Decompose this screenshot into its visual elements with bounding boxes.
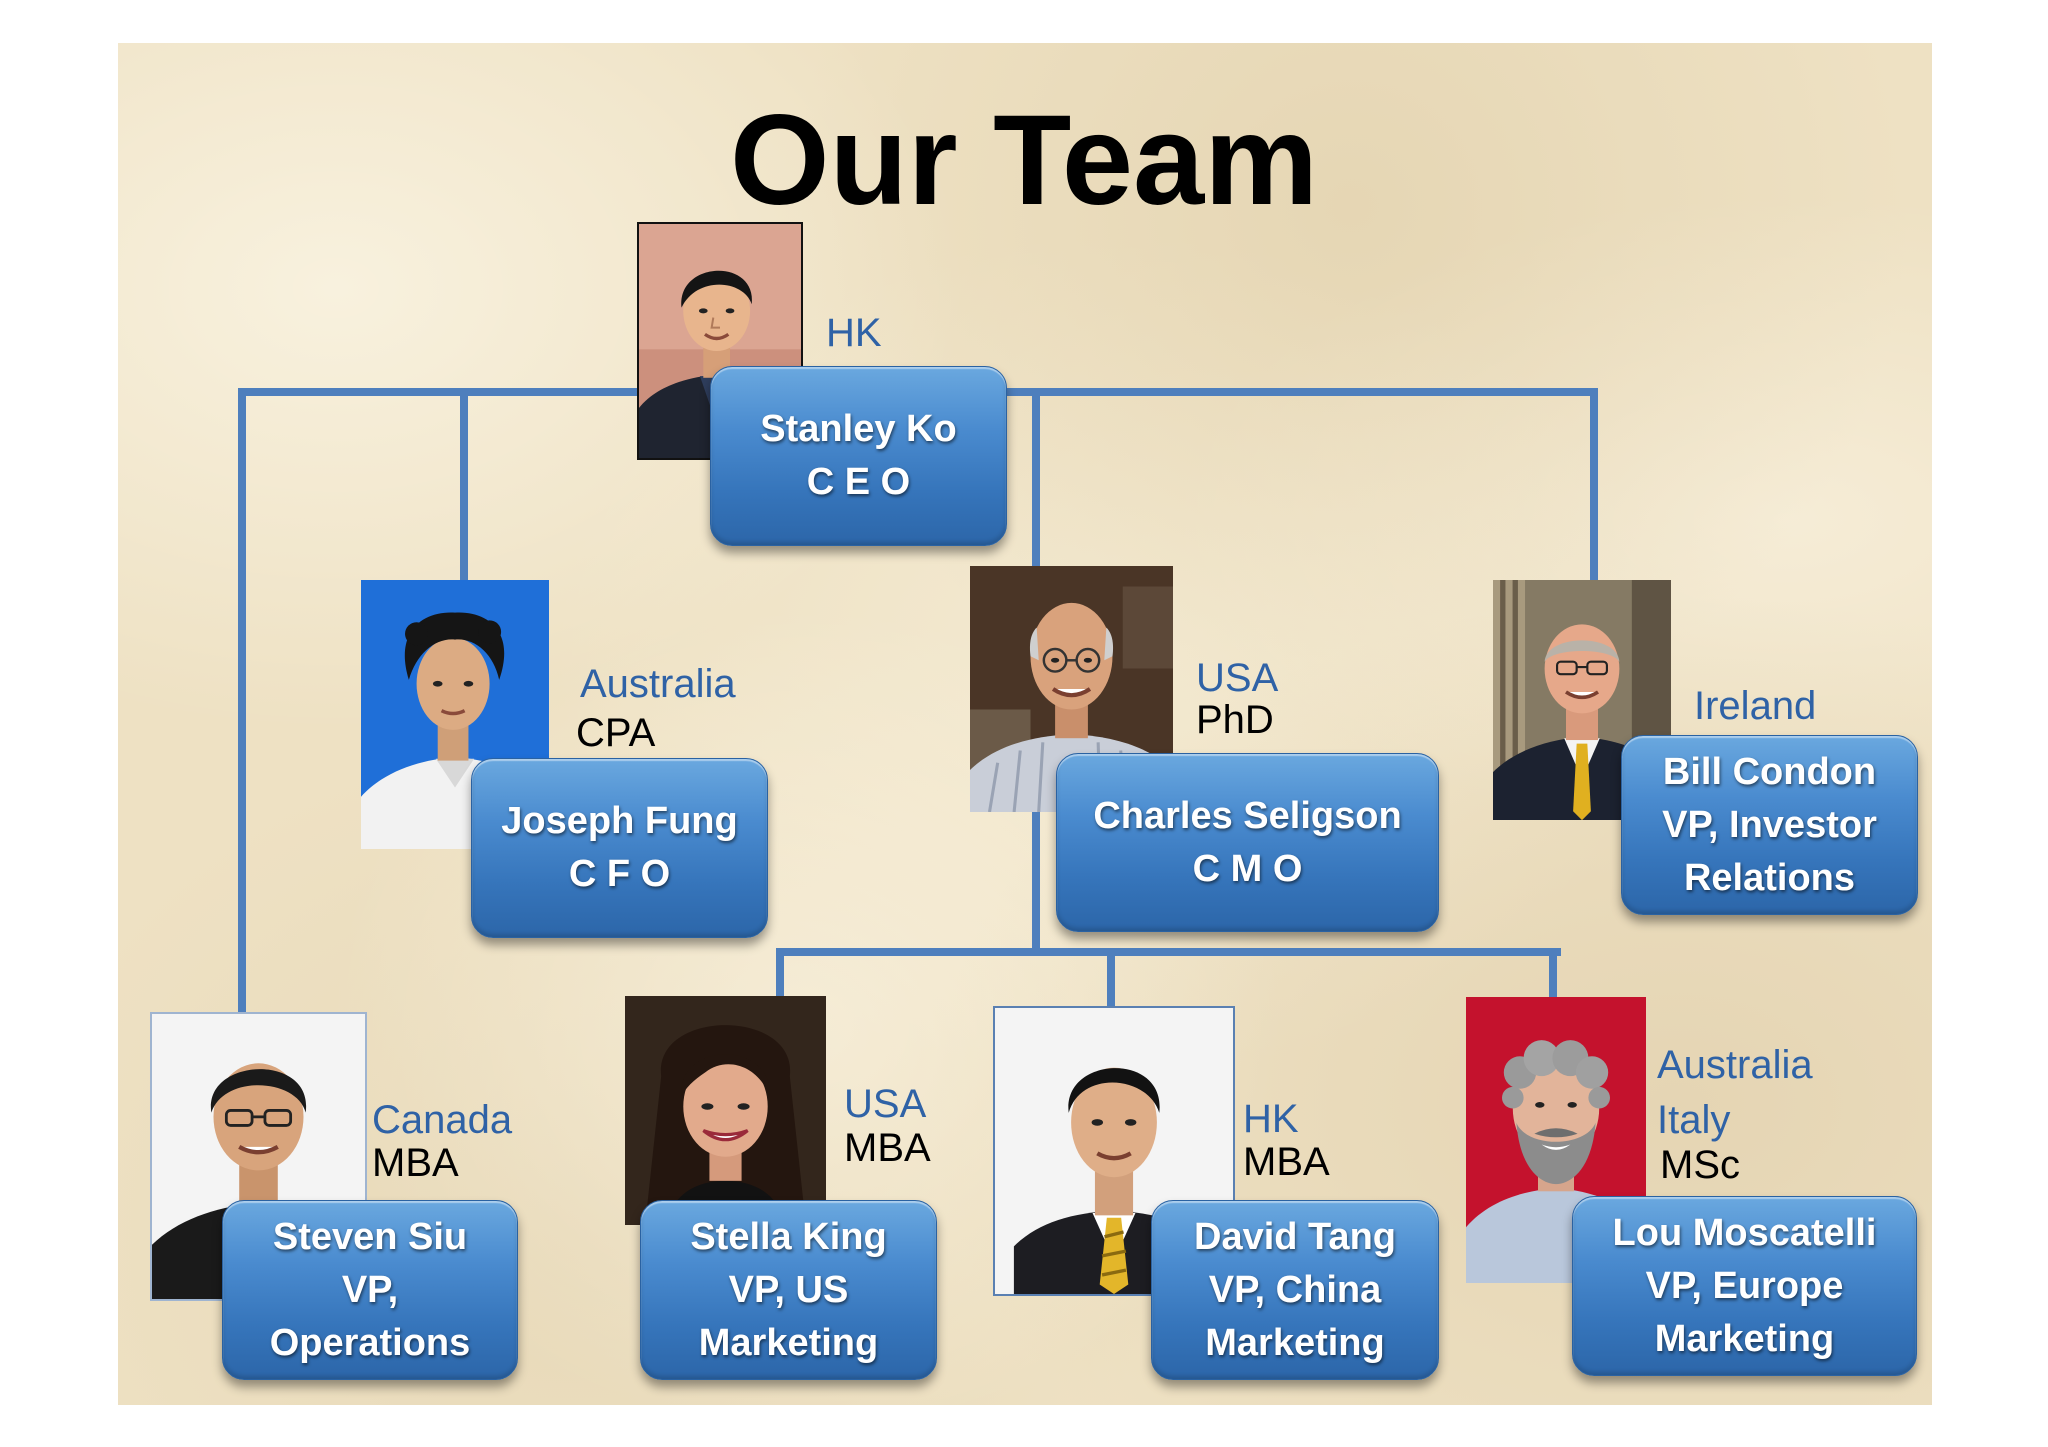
connector-to-vp-us-marketing [776, 948, 784, 996]
vp-europe-marketing-box: Lou Moscatelli VP, Europe Marketing [1572, 1196, 1917, 1376]
member-title: C E O [806, 461, 911, 503]
vp-investor-relations-box: Bill Condon VP, Investor Relations [1621, 735, 1918, 915]
member-name: David Tang [1194, 1215, 1396, 1258]
vp-us-marketing-location: USA [844, 1082, 927, 1126]
member-title: Marketing [1205, 1321, 1385, 1364]
cfo-location: Australia [580, 662, 736, 706]
vp-europe-marketing-location: Australia [1657, 1043, 1813, 1087]
vp-china-marketing-box: David Tang VP, China Marketing [1151, 1200, 1439, 1380]
connector-to-vp-operations [238, 388, 246, 1013]
member-title: VP, [341, 1268, 399, 1311]
cmo-degree: PhD [1196, 698, 1274, 742]
connector-to-vp-europe-marketing [1549, 948, 1557, 1000]
member-title: C M O [1192, 847, 1303, 890]
connector-to-vp-investor-relations [1590, 388, 1598, 581]
member-name: Bill Condon [1662, 750, 1877, 793]
cfo-degree: CPA [576, 711, 656, 755]
cmo-location: USA [1196, 656, 1279, 700]
member-name: Stella King [690, 1215, 887, 1258]
vp-us-marketing-box: Stella King VP, US Marketing [640, 1200, 937, 1380]
member-name: Charles Seligson [1093, 794, 1402, 837]
connector-to-vp-china-marketing [1107, 948, 1115, 1009]
member-name: Stanley Ko [760, 408, 957, 450]
member-title: Relations [1683, 856, 1856, 899]
member-title: VP, China [1208, 1268, 1382, 1311]
vp-china-marketing-location: HK [1243, 1097, 1299, 1141]
vp-europe-marketing-degree: MSc [1660, 1143, 1740, 1187]
member-name: Lou Moscatelli [1612, 1211, 1877, 1254]
vp-europe-marketing-location-2: Italy [1657, 1098, 1731, 1142]
vp-operations-degree: MBA [372, 1141, 459, 1185]
vp-operations-location: Canada [372, 1098, 513, 1142]
vp-operations-box: Steven Siu VP, Operations [222, 1200, 518, 1380]
member-title: VP, US [728, 1268, 849, 1311]
member-title: VP, Europe [1645, 1264, 1844, 1307]
member-title: Marketing [1654, 1317, 1835, 1360]
connector-to-cfo [460, 388, 468, 582]
ceo-location: HK [826, 311, 882, 355]
member-title: VP, Investor [1662, 803, 1877, 846]
vp-us-marketing-degree: MBA [844, 1126, 931, 1170]
connector-lower-horizontal [776, 948, 1561, 956]
vp-investor-relations-location: Ireland [1694, 684, 1817, 728]
cfo-box: Joseph Fung C F O [471, 758, 768, 938]
member-title: C F O [568, 853, 671, 895]
vp-china-marketing-degree: MBA [1243, 1140, 1330, 1184]
ceo-box: Stanley Ko C E O [710, 366, 1007, 546]
member-title: Marketing [698, 1321, 879, 1364]
member-title: Operations [269, 1321, 471, 1364]
vp-us-marketing-photo [625, 996, 826, 1225]
member-name: Joseph Fung [501, 800, 738, 842]
cmo-box: Charles Seligson C M O [1056, 753, 1439, 932]
page-title: Our Team [730, 89, 1318, 232]
member-name: Steven Siu [272, 1215, 468, 1258]
